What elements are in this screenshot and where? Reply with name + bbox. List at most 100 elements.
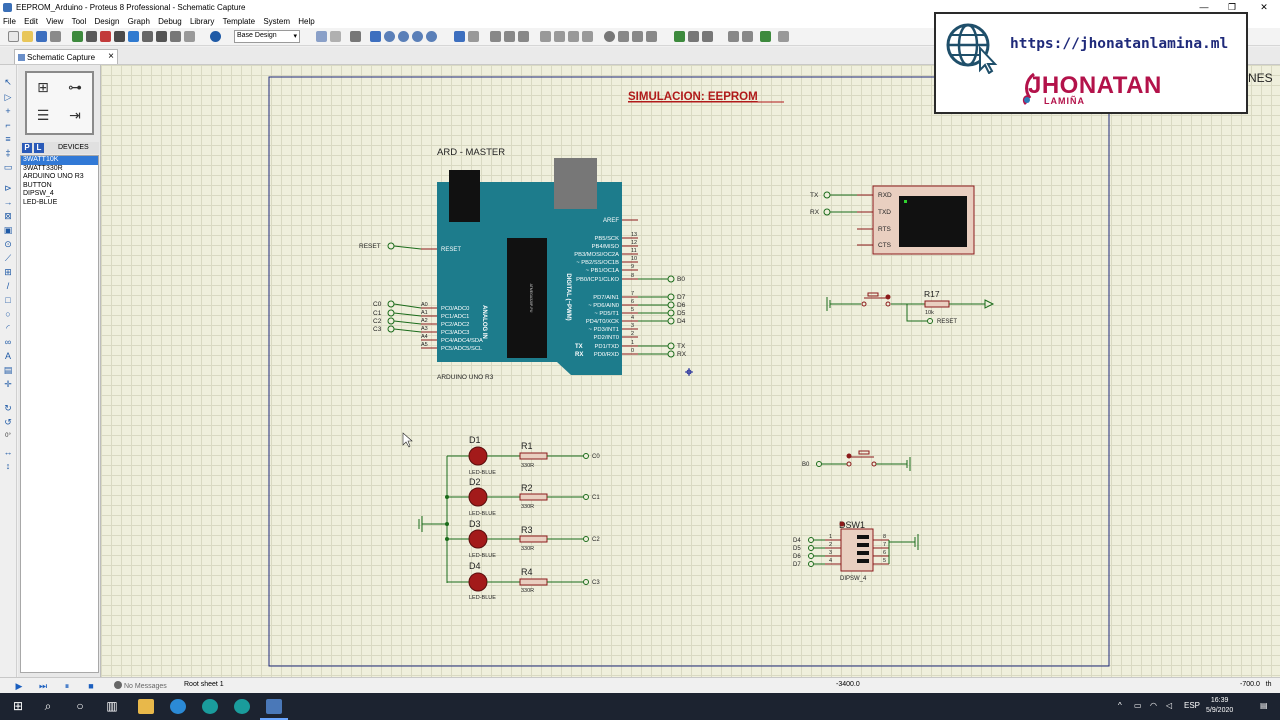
paste-icon[interactable]: [518, 31, 529, 42]
junction-dot-icon[interactable]: +: [5, 106, 11, 116]
menu-debug[interactable]: Debug: [158, 17, 182, 26]
refresh-icon[interactable]: [316, 31, 327, 42]
close-tab-icon[interactable]: ×: [108, 51, 114, 62]
wire-label-icon[interactable]: ⌐: [5, 120, 11, 130]
terminal-d6[interactable]: D6: [677, 302, 686, 309]
virtual-terminal-component[interactable]: RXD TXD RTS CTS TX RX: [810, 185, 975, 255]
b0-button-circuit[interactable]: B0: [802, 450, 911, 471]
selection-mode-icon[interactable]: ↖: [4, 77, 12, 87]
bom-icon[interactable]: [142, 31, 153, 42]
design-select[interactable]: Base Design ▾: [234, 30, 300, 43]
home-icon[interactable]: [72, 31, 83, 42]
overview-preview[interactable]: ⊞ ⊶ ☰ ⇥: [25, 71, 94, 135]
close-project-icon[interactable]: [50, 31, 61, 42]
terminal-tx[interactable]: TX: [677, 343, 686, 350]
new-file-icon[interactable]: [8, 31, 19, 42]
step-icon[interactable]: ⏭: [38, 681, 48, 691]
terminal-c2[interactable]: C2: [373, 318, 382, 325]
pin-mode-icon[interactable]: →: [3, 197, 13, 207]
led-row-3[interactable]: D3 LED-BLUE R3 330R C2: [447, 519, 600, 559]
cortana-icon[interactable]: ○: [76, 699, 84, 713]
pan-icon[interactable]: [370, 31, 381, 42]
menu-template[interactable]: Template: [222, 17, 256, 26]
packaging-icon[interactable]: [632, 31, 643, 42]
virtual-instrument-icon[interactable]: ⊞: [4, 267, 12, 277]
proteus-taskbar-icon[interactable]: [266, 699, 282, 714]
schematic-icon[interactable]: [86, 31, 97, 42]
zoom-in-icon[interactable]: [384, 31, 395, 42]
volume-icon[interactable]: ◁: [1166, 701, 1173, 710]
device-item[interactable]: DIPSW_4: [23, 190, 54, 197]
language-indicator[interactable]: ESP: [1184, 701, 1201, 710]
source-code-icon[interactable]: [156, 31, 167, 42]
rotate-anticlockwise-icon[interactable]: ↺: [4, 417, 12, 427]
reset-button-circuit[interactable]: R17 10k RESET: [826, 289, 995, 325]
minimize-button[interactable]: —: [1199, 2, 1209, 12]
new-sheet-icon[interactable]: [728, 31, 739, 42]
zoom-all-icon[interactable]: [412, 31, 423, 42]
library-manager-button[interactable]: L: [34, 143, 44, 153]
terminal-mode-icon[interactable]: ⊳: [4, 183, 12, 193]
system-clock[interactable]: 16:39 5/9/2020: [1206, 696, 1233, 716]
remove-sheet-icon[interactable]: [742, 31, 753, 42]
box-icon[interactable]: □: [5, 295, 11, 305]
device-item[interactable]: LED-BLUE: [23, 198, 58, 206]
origin-icon[interactable]: [350, 31, 361, 42]
terminal-c0[interactable]: C0: [373, 301, 382, 308]
buses-icon[interactable]: ‡: [5, 148, 11, 158]
graph-mode-icon[interactable]: ⊠: [4, 211, 12, 221]
path-icon[interactable]: ∞: [4, 337, 12, 347]
arduino-uno-component[interactable]: ARD - MASTER ATMEGA328P-PU ARDUINO UNO R…: [421, 147, 638, 381]
marker-icon[interactable]: ✛: [4, 379, 12, 389]
stop-icon[interactable]: ■: [88, 681, 94, 691]
maximize-button[interactable]: ❐: [1227, 2, 1237, 12]
led-row-2[interactable]: D2 LED-BLUE R2 330R C1: [447, 477, 600, 517]
menu-design[interactable]: Design: [94, 17, 120, 26]
arduino-ide-2-icon[interactable]: [234, 699, 250, 714]
schematic-canvas[interactable]: SIMULACION: EEPROM ARD - MASTER ATMEGA32…: [101, 65, 1280, 677]
gerber-icon[interactable]: [114, 31, 125, 42]
edge-browser-icon[interactable]: [170, 699, 186, 714]
terminal-c1[interactable]: C1: [373, 310, 382, 317]
cut-icon[interactable]: [490, 31, 501, 42]
zoom-area-icon[interactable]: [426, 31, 437, 42]
terminal-b0[interactable]: B0: [677, 276, 685, 283]
device-item[interactable]: BUTTON: [23, 181, 52, 189]
play-icon[interactable]: ▶: [15, 681, 23, 691]
block-move-icon[interactable]: [554, 31, 565, 42]
redo-icon[interactable]: [468, 31, 479, 42]
help-icon[interactable]: [210, 31, 221, 42]
tape-recorder-icon[interactable]: ▣: [3, 225, 13, 235]
electrical-check-icon[interactable]: [778, 31, 789, 42]
menu-edit[interactable]: Edit: [24, 17, 38, 26]
block-rotate-icon[interactable]: [568, 31, 579, 42]
menu-view[interactable]: View: [46, 17, 64, 26]
windows-start-icon[interactable]: ⊞: [12, 699, 24, 713]
menu-tool[interactable]: Tool: [71, 17, 87, 26]
search-tag-icon[interactable]: [688, 31, 699, 42]
tab-schematic-capture[interactable]: Schematic Capture ×: [14, 49, 118, 64]
terminal-d7[interactable]: D7: [677, 294, 686, 301]
text-icon[interactable]: A: [4, 351, 11, 361]
symbol-icon[interactable]: ▤: [3, 365, 13, 375]
menu-graph[interactable]: Graph: [127, 17, 150, 26]
notification-icon[interactable]: ▤: [1260, 701, 1268, 710]
pick-devices-button[interactable]: P: [22, 143, 32, 153]
led-circuit[interactable]: D1 LED-BLUE R1 330R C0 D2 LED-BLUE R2 33…: [418, 435, 600, 601]
device-item[interactable]: 3WATT330R: [23, 164, 63, 172]
project-notes-icon[interactable]: [170, 31, 181, 42]
terminal-d4[interactable]: D4: [677, 318, 686, 325]
pick-device-icon[interactable]: [604, 31, 615, 42]
dip-switch-component[interactable]: DSW1 1 2 3 4 8 7 6: [793, 520, 919, 582]
menu-system[interactable]: System: [263, 17, 290, 26]
close-button[interactable]: ✕: [1260, 2, 1268, 12]
text-script-icon[interactable]: ≡: [5, 134, 11, 144]
tray-chevron-icon[interactable]: ^: [1118, 701, 1122, 710]
search-icon[interactable]: ⌕: [44, 699, 52, 713]
block-copy-icon[interactable]: [540, 31, 551, 42]
task-view-icon[interactable]: ▥: [106, 699, 118, 713]
make-device-icon[interactable]: [618, 31, 629, 42]
generator-icon[interactable]: ⊙: [4, 239, 12, 249]
copy-icon[interactable]: [504, 31, 515, 42]
open-file-icon[interactable]: [22, 31, 33, 42]
